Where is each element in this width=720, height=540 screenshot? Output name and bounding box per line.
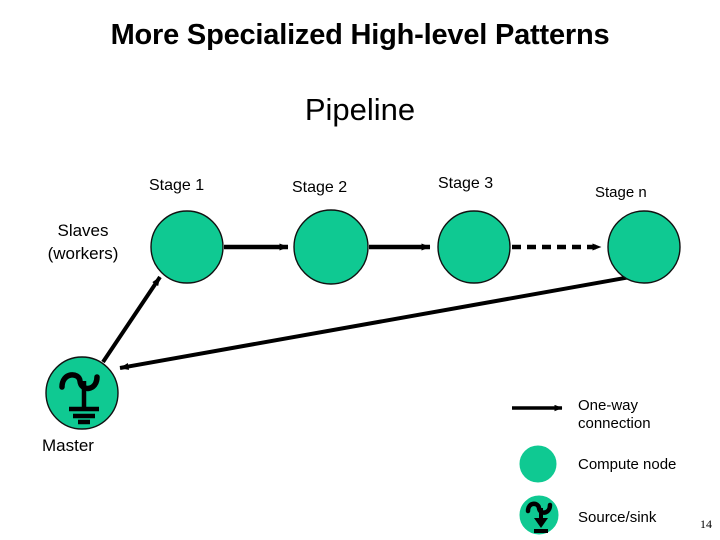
compute-node-stage-2[interactable] xyxy=(293,209,369,285)
stage-label-3: Stage 3 xyxy=(438,175,494,192)
stage-label-n: Stage n xyxy=(595,184,647,201)
master-node[interactable] xyxy=(45,356,119,430)
legend-circle-node-icon xyxy=(519,445,557,483)
page-title: More Specialized High-level Patterns xyxy=(110,19,610,51)
source-sink-icon xyxy=(59,372,100,425)
legend-label-one-way-line1: One-way xyxy=(578,397,639,414)
connector-stagen-to-master xyxy=(119,271,654,370)
slide-number: 14 xyxy=(700,517,712,531)
compute-node-stage-1[interactable] xyxy=(150,210,224,284)
legend-label-source-sink: Source/sink xyxy=(578,509,657,526)
compute-node-stage-n[interactable] xyxy=(607,210,681,284)
legend-source-sink-icon xyxy=(519,495,559,535)
stage-label-2: Stage 2 xyxy=(292,179,348,196)
legend-label-compute-node: Compute node xyxy=(578,456,677,473)
legend-label-one-way-line2: connection xyxy=(578,415,651,432)
page-subtitle: Pipeline xyxy=(304,92,416,127)
master-node-caption: Master xyxy=(42,436,94,455)
connector-master-to-stage1 xyxy=(101,275,162,364)
compute-node-stage-3[interactable] xyxy=(437,210,511,284)
slaves-group-label-line2: (workers) xyxy=(47,244,119,263)
slaves-group-label-line1: Slaves xyxy=(57,221,109,240)
stage-label-1: Stage 1 xyxy=(149,177,205,194)
